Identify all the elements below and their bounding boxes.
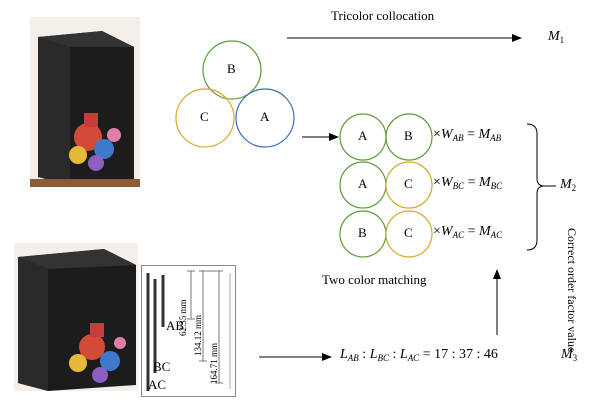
pair3-first-label: B <box>358 225 367 240</box>
pair2-equation: ×WBC = MBC <box>433 175 503 191</box>
right-brace <box>526 123 545 251</box>
pair2-second-label: C <box>404 176 413 191</box>
triad-label-b: B <box>227 61 236 76</box>
two-color-caption: Two color matching <box>322 272 427 287</box>
circle-triad-a <box>235 88 295 148</box>
m3-label: M3 <box>561 347 578 363</box>
circle-pair2-c <box>385 161 433 209</box>
pair1-first-label: A <box>358 128 368 143</box>
circle-pair3-c <box>385 210 433 258</box>
triad-label-c: C <box>200 109 209 124</box>
ratio-equation: LAB : LBC : LAC = 17 : 37 : 46 <box>340 347 498 363</box>
m2-label: M2 <box>560 177 577 193</box>
top-caption: Tricolor collocation <box>331 8 435 23</box>
circle-pair1-b <box>385 113 433 161</box>
circle-triad-b <box>202 40 262 100</box>
pair1-equation: ×WAB = MAB <box>433 127 502 143</box>
ruler-label-bc: BC <box>153 359 171 374</box>
ruler-label-ab: AB <box>166 318 185 333</box>
pair1-second-label: B <box>404 128 413 143</box>
pair3-second-label: C <box>404 225 413 240</box>
pair3-equation: ×WAC = MAC <box>433 224 503 240</box>
package-illustration-top <box>30 17 140 187</box>
product-photo-bottom <box>14 243 138 391</box>
triad-label-a: A <box>260 109 270 124</box>
ruler-label-ac: AC <box>148 377 167 392</box>
circle-triad-c <box>175 88 235 148</box>
pair2-first-label: A <box>358 176 368 191</box>
m1-label: M1 <box>548 29 565 45</box>
product-photo-top <box>30 17 140 187</box>
correct-order-caption: Correct order factor value <box>565 228 579 353</box>
package-illustration-bottom <box>14 243 138 391</box>
ruler-measurement-image <box>141 265 236 397</box>
